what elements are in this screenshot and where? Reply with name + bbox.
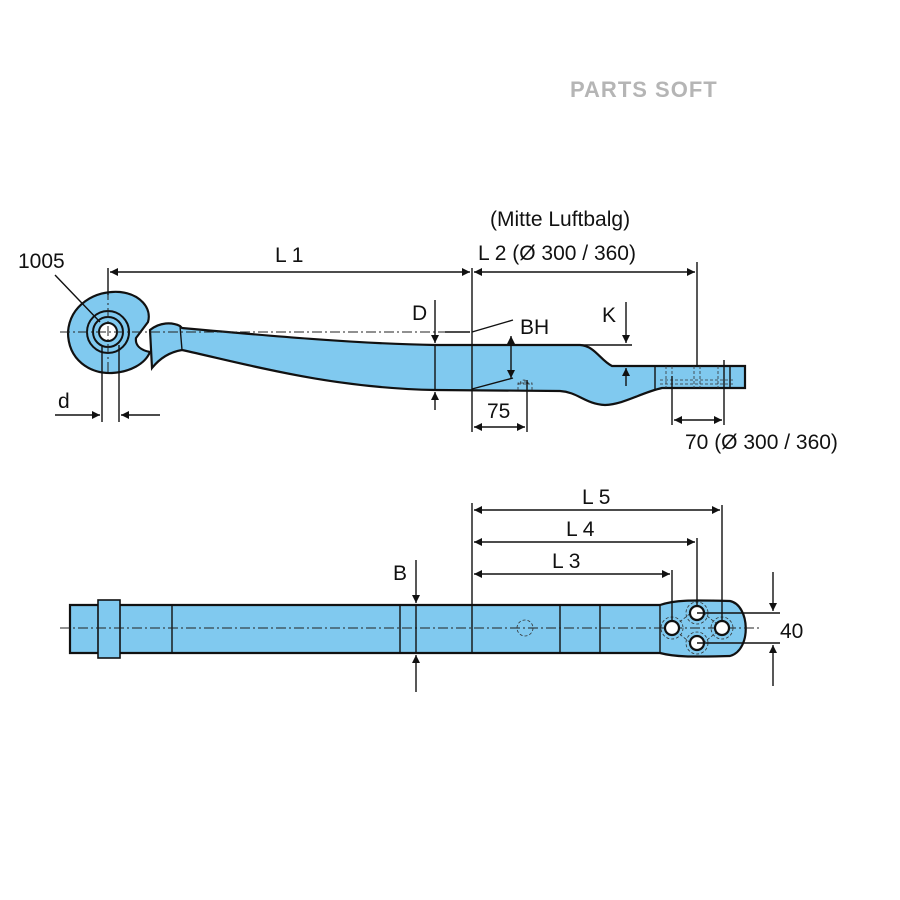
dim-B: B: [393, 562, 407, 585]
dim-L4: L 4: [566, 518, 595, 541]
dim-d: d: [58, 390, 70, 413]
dim-L1: L 1: [275, 244, 303, 267]
dim-K: K: [602, 304, 616, 327]
leaf-spring-top-body: [68, 599, 747, 658]
side-view: 1005 L 1 (Mitte Luftbalg) L 2 (Ø 300 / 3…: [18, 208, 838, 454]
dim-40: 40: [780, 620, 803, 643]
dim-L2: L 2 (Ø 300 / 360): [478, 242, 636, 265]
top-view: L 3 L 4 L 5 B 40: [60, 486, 803, 692]
dim-D: D: [412, 302, 427, 325]
dim-L3: L 3: [552, 550, 580, 573]
watermark: PARTS SOFT: [570, 77, 718, 102]
dim-L2-title: (Mitte Luftbalg): [490, 208, 630, 231]
dim-70: 70 (Ø 300 / 360): [685, 431, 838, 454]
dim-75: 75: [487, 400, 510, 423]
leaf-spring-body: [148, 322, 747, 407]
dim-BH: BH: [520, 316, 549, 339]
eye-label: 1005: [18, 250, 65, 273]
bolt-holes: [660, 601, 734, 655]
dim-L5: L 5: [582, 486, 610, 509]
